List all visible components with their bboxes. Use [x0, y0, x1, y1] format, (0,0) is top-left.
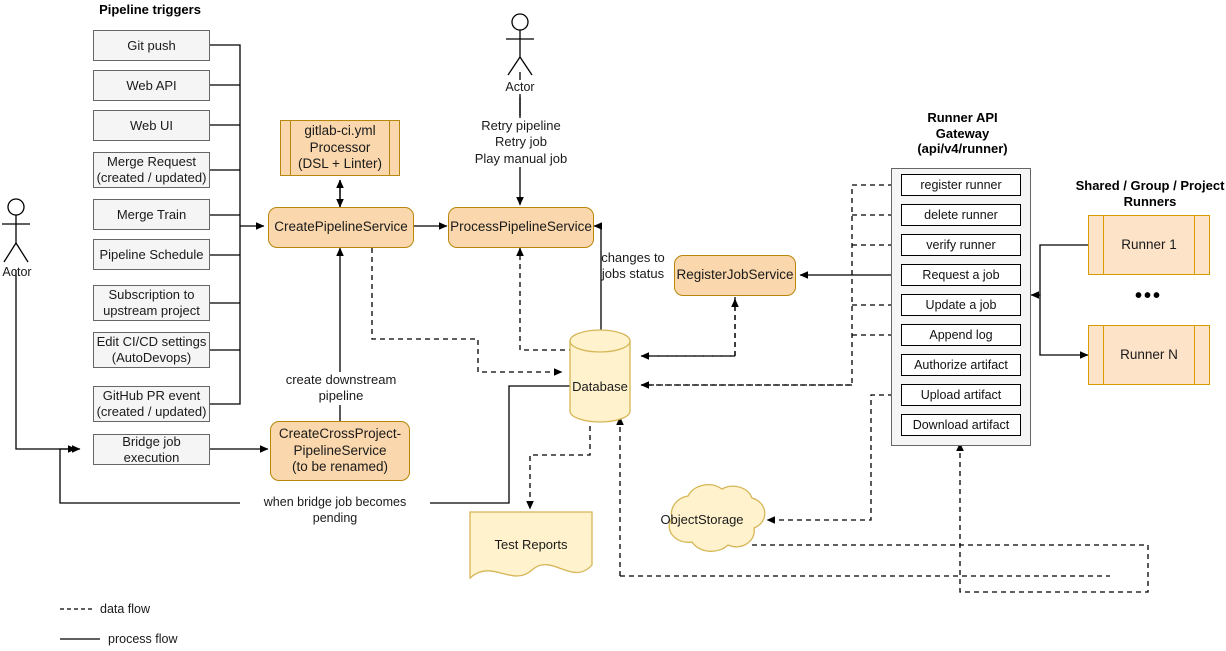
process-pipeline-service[interactable]: ProcessPipelineService: [448, 207, 594, 248]
legend-data-flow-label: data flow: [100, 602, 151, 616]
database-shape: [569, 329, 631, 423]
runner-n[interactable]: Runner N: [1088, 325, 1210, 385]
trigger-web-api[interactable]: Web API: [93, 70, 210, 101]
gitlab-ci-yml-processor[interactable]: gitlab-ci.yml Processor (DSL + Linter): [280, 120, 400, 176]
bridge-pending-label: when bridge job becomes pending: [240, 495, 430, 527]
create-cross-project-pipeline-service[interactable]: CreateCrossProject- PipelineService (to …: [270, 421, 410, 481]
retry-actions-label: Retry pipeline Retry job Play manual job: [450, 118, 592, 167]
endpoint-verify-runner[interactable]: verify runner: [901, 234, 1021, 256]
register-job-service[interactable]: RegisterJobService: [674, 255, 796, 296]
test-reports-label: Test Reports: [494, 537, 568, 552]
trigger-web-ui[interactable]: Web UI: [93, 110, 210, 141]
runner-1[interactable]: Runner 1: [1088, 215, 1210, 275]
trigger-git-push[interactable]: Git push: [93, 30, 210, 61]
endpoint-upload-artifact[interactable]: Upload artifact: [901, 384, 1021, 406]
database-label: Database: [572, 379, 628, 394]
create-downstream-pipeline-label: create downstream pipeline: [275, 372, 407, 405]
actor-top-label: Actor: [496, 80, 544, 94]
actor-top-icon: [506, 13, 534, 76]
endpoint-register-runner[interactable]: register runner: [901, 174, 1021, 196]
trigger-merge-request[interactable]: Merge Request (created / updated): [93, 152, 210, 188]
runners-ellipsis: •••: [1135, 285, 1163, 307]
trigger-edit-cicd-settings[interactable]: Edit CI/CD settings (AutoDevops): [93, 332, 210, 368]
runner-api-gateway-title: Runner API Gateway (api/v4/runner): [917, 110, 1008, 157]
endpoint-request-a-job[interactable]: Request a job: [901, 264, 1021, 286]
actor-left-icon: [2, 198, 30, 263]
pipeline-triggers-heading: Pipeline triggers: [99, 2, 201, 17]
trigger-subscription-upstream[interactable]: Subscription to upstream project: [93, 285, 210, 321]
changes-to-jobs-status-label: changes to jobs status: [601, 250, 665, 282]
object-storage-label: ObjectStorage: [660, 512, 744, 527]
legend-process-flow-label: process flow: [108, 632, 178, 646]
endpoint-append-log[interactable]: Append log: [901, 324, 1021, 346]
trigger-github-pr-event[interactable]: GitHub PR event (created / updated): [93, 386, 210, 422]
trigger-bridge-job-execution[interactable]: Bridge job execution: [93, 434, 210, 465]
endpoint-authorize-artifact[interactable]: Authorize artifact: [901, 354, 1021, 376]
runners-title: Shared / Group / Project Runners: [1075, 178, 1225, 209]
endpoint-delete-runner[interactable]: delete runner: [901, 204, 1021, 226]
endpoint-update-a-job[interactable]: Update a job: [901, 294, 1021, 316]
actor-left-label: Actor: [2, 265, 32, 279]
trigger-merge-train[interactable]: Merge Train: [93, 199, 210, 230]
create-pipeline-service[interactable]: CreatePipelineService: [268, 207, 414, 248]
endpoint-download-artifact[interactable]: Download artifact: [901, 414, 1021, 436]
trigger-pipeline-schedule[interactable]: Pipeline Schedule: [93, 239, 210, 270]
